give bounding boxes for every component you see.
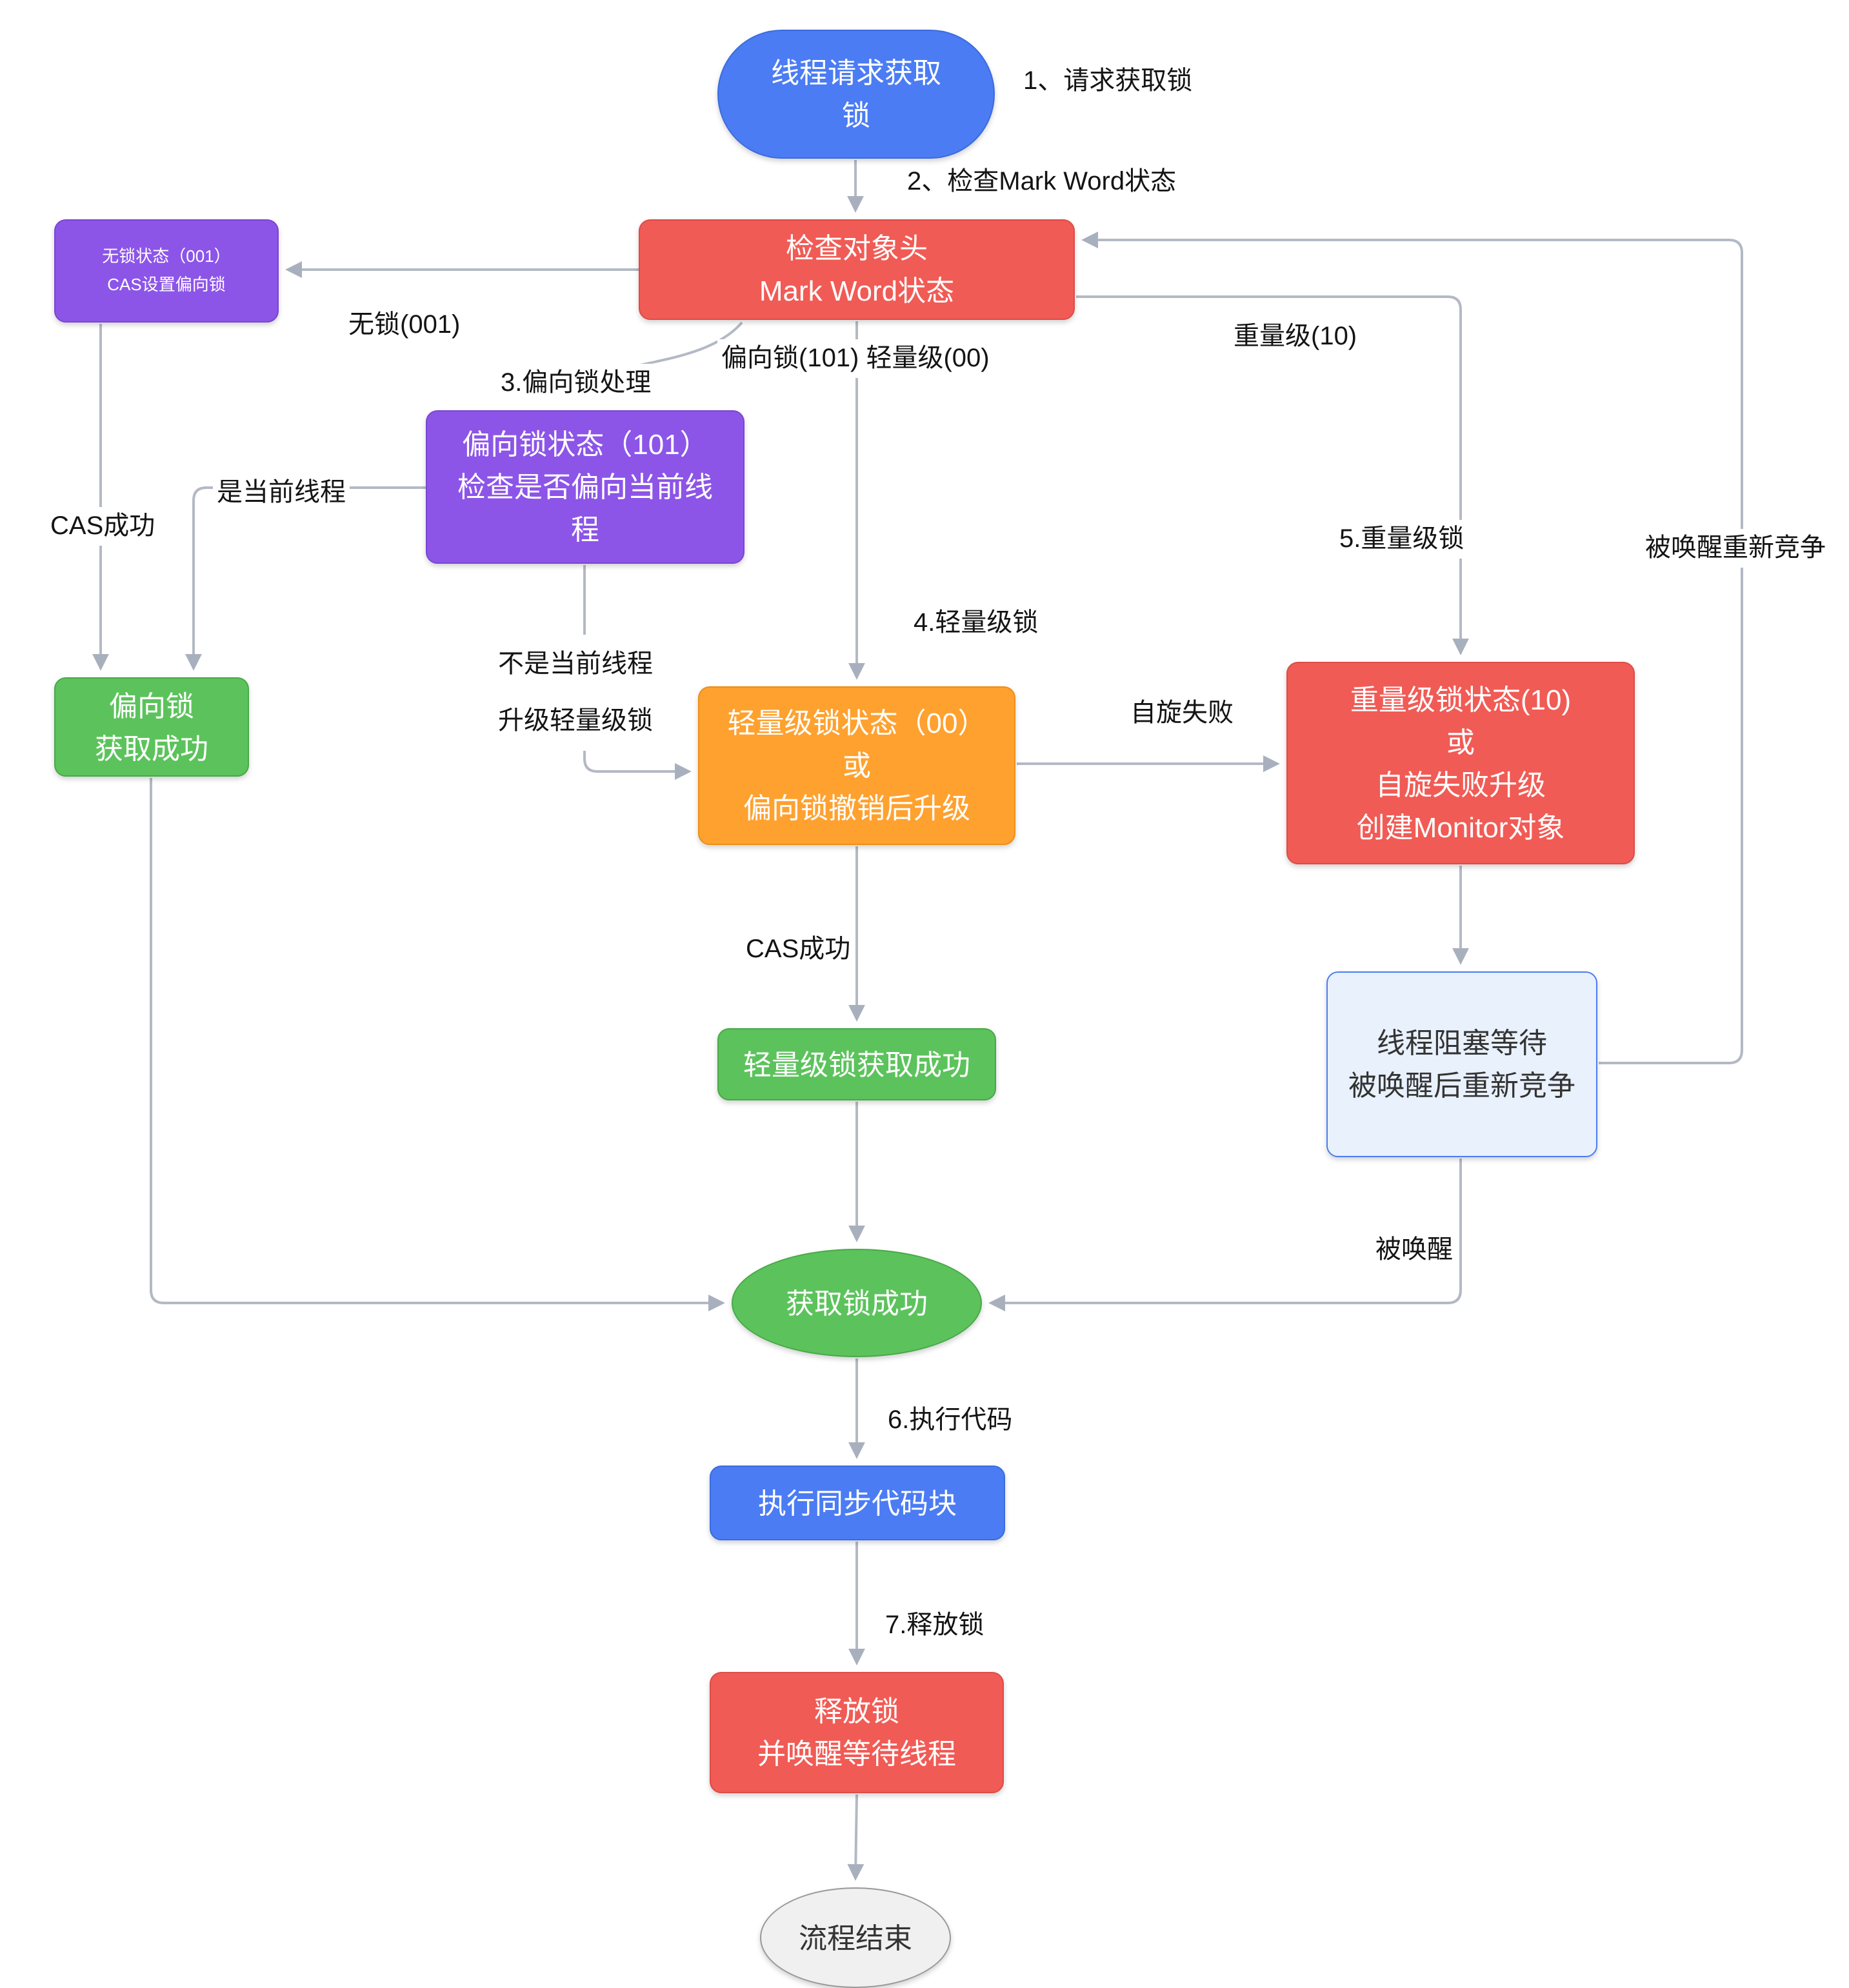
node-lightweight: 轻量级锁状态（00） 或 偏向锁撤销后升级 xyxy=(698,686,1015,845)
edge-label-not-current-thread: 不是当前线程 升级轻量级锁 xyxy=(494,635,657,751)
node-release-lock: 释放锁 并唤醒等待线程 xyxy=(710,1672,1004,1793)
edge-label-step3: 3.偏向锁处理 xyxy=(497,364,655,403)
edge-label-step5: 5.重量级锁 xyxy=(1335,520,1468,559)
node-heavyweight: 重量级锁状态(10) 或 自旋失败升级 创建Monitor对象 xyxy=(1286,662,1635,864)
edge-label-woken: 被唤醒 xyxy=(1372,1231,1457,1269)
edge-label-cas-success-mid: CAS成功 xyxy=(742,930,855,969)
edge-label-step7: 7.释放锁 xyxy=(881,1606,988,1645)
arrow-biasedsuccess-to-acquired xyxy=(150,778,725,1311)
edge-label-biased-or-light: 偏向锁(101) 轻量级(00) xyxy=(717,339,994,378)
node-execute-sync-block: 执行同步代码块 xyxy=(710,1466,1005,1540)
node-biased-success: 偏向锁 获取成功 xyxy=(54,677,249,777)
arrow-biasedcheck-to-lightweight xyxy=(583,565,692,780)
edge-label-step6: 6.执行代码 xyxy=(884,1401,1017,1440)
edge-label-step2: 2、检查Mark Word状态 xyxy=(903,163,1181,201)
node-blocked-waiting: 线程阻塞等待 被唤醒后重新竞争 xyxy=(1326,971,1597,1157)
node-lightweight-success: 轻量级锁获取成功 xyxy=(717,1028,996,1100)
arrow-release-to-end xyxy=(847,1794,865,1881)
edge-label-rewake-compete: 被唤醒重新竞争 xyxy=(1641,529,1830,568)
node-end: 流程结束 xyxy=(760,1887,951,1988)
node-no-lock: 无锁状态（001） CAS设置偏向锁 xyxy=(54,219,279,323)
edge-label-cas-success-left: CAS成功 xyxy=(46,507,159,546)
node-check-markword: 检查对象头 Mark Word状态 xyxy=(639,219,1075,320)
arrow-blocked-to-check xyxy=(1081,232,1743,1064)
edge-label-no-lock-001: 无锁(001) xyxy=(345,306,465,344)
edge-label-is-current-thread: 是当前线程 xyxy=(213,473,350,512)
node-lock-acquired: 获取锁成功 xyxy=(732,1249,982,1357)
node-start: 线程请求获取 锁 xyxy=(717,30,995,159)
edge-label-step1: 1、请求获取锁 xyxy=(1019,62,1197,101)
node-biased-check: 偏向锁状态（101） 检查是否偏向当前线 程 xyxy=(426,410,745,564)
edge-label-heavy-10: 重量级(10) xyxy=(1230,317,1361,356)
edge-label-spin-fail: 自旋失败 xyxy=(1126,694,1237,733)
edge-label-step4: 4.轻量级锁 xyxy=(910,604,1043,642)
arrow-check-to-heavyweight xyxy=(1076,295,1469,655)
arrow-biasedcheck-to-biased-success xyxy=(185,486,426,671)
arrow-blocked-to-acquired xyxy=(988,1158,1462,1311)
